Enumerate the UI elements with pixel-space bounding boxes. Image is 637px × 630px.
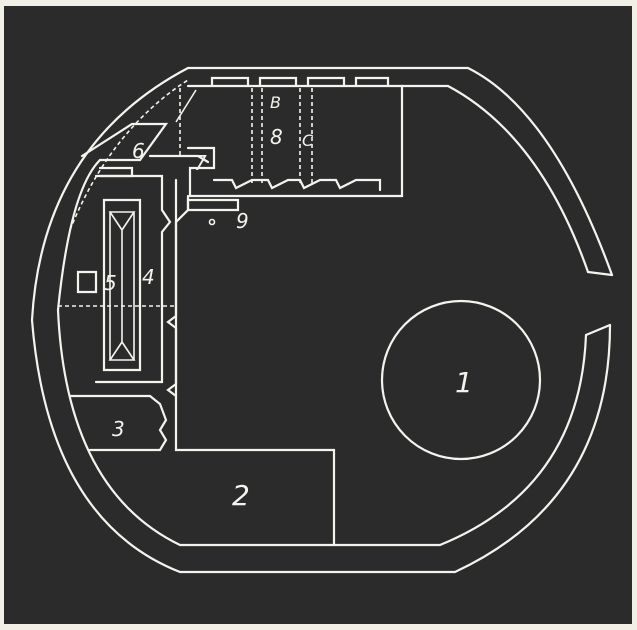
outer-wall	[30, 66, 614, 574]
room-3-outline	[68, 394, 168, 452]
inner-wall-north	[186, 84, 590, 274]
round-table-1	[380, 299, 542, 461]
label-7: 7	[194, 151, 207, 175]
table-5-outer	[102, 198, 142, 372]
label-4: 4	[142, 265, 155, 289]
bench-9	[186, 198, 240, 226]
room-4-outline	[94, 174, 172, 384]
label-c: C	[302, 131, 314, 150]
drawing-board	[4, 6, 632, 624]
bay-front-scallops	[212, 178, 382, 192]
label-6: 6	[132, 139, 145, 163]
label-2: 2	[232, 479, 250, 512]
label-5: 5	[104, 271, 117, 295]
doorway-east-bottom	[584, 323, 612, 337]
table-5-inner	[108, 211, 136, 361]
label-3: 3	[112, 417, 125, 441]
bench-9-top	[186, 198, 240, 212]
bench-9-post	[208, 218, 216, 226]
outer-wall-main-arc	[30, 66, 612, 574]
room-3	[68, 394, 168, 452]
vestibule-6	[80, 122, 169, 162]
partition-wall	[58, 174, 336, 547]
outer-wall-top-right	[186, 66, 614, 277]
bay-cap-2	[258, 76, 298, 88]
label-9: 9	[236, 209, 249, 233]
bay-cap-3	[306, 76, 346, 88]
partition-notches	[166, 194, 190, 398]
label-b: B	[270, 93, 281, 112]
bay-cap-4	[354, 76, 390, 88]
label-8: 8	[270, 125, 283, 149]
doorway-east-top	[586, 270, 614, 277]
inner-wall-main-arc	[56, 158, 588, 547]
storage-bays	[179, 76, 404, 192]
vestibule-7-ledge	[148, 154, 210, 164]
stair-band-dashed-edge	[69, 79, 189, 231]
label-1: 1	[455, 366, 473, 399]
niche-5	[76, 270, 98, 294]
bay-cap-1	[210, 76, 250, 88]
